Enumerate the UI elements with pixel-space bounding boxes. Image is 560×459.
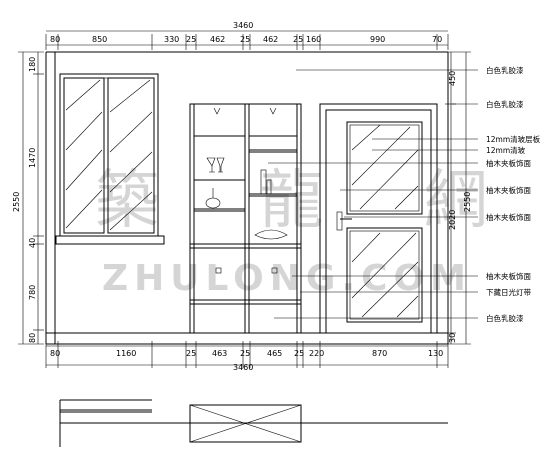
- left-seg-0: 180: [28, 57, 37, 72]
- bottom-segment-labels: 80 1160 25 463 25 465 25 220 870 130: [50, 349, 443, 358]
- top-segment-label: 25: [240, 35, 250, 44]
- top-segment-label: 850: [92, 35, 107, 44]
- right-door-height: 2020: [448, 210, 457, 230]
- note-1: 白色乳胶漆: [486, 99, 524, 109]
- display-cabinet: [189, 103, 302, 334]
- watermark: 築 龍 網 ZHULONG.COM: [95, 164, 488, 299]
- top-ticks: [45, 34, 449, 50]
- bottom-segment-label: 25: [186, 349, 196, 358]
- left-seg-2: 40: [28, 238, 37, 248]
- note-8: 下藏日光灯带: [486, 287, 531, 297]
- window: [55, 73, 165, 245]
- top-segment-label: 25: [186, 35, 196, 44]
- note-0: 白色乳胶漆: [486, 65, 524, 75]
- cabinet-lights: [213, 107, 277, 115]
- top-segment-label: 160: [306, 35, 321, 44]
- note-3: 12mm清玻: [486, 145, 526, 155]
- bottom-ticks: [45, 341, 449, 368]
- right-outer: 2550: [463, 192, 472, 212]
- bottom-segment-label: 25: [294, 349, 304, 358]
- top-segment-label: 990: [370, 35, 385, 44]
- left-dimension: 2550 180 1470 40 780 80: [12, 51, 44, 345]
- top-segment-label: 25: [293, 35, 303, 44]
- bottom-segment-label: 870: [372, 349, 387, 358]
- drawer-handle-right: [271, 267, 278, 274]
- note-6: 柚木夹板饰面: [486, 212, 531, 222]
- door-handle-plate: [336, 211, 343, 231]
- watermark-latin: ZHULONG.COM: [102, 258, 472, 299]
- note-4: 柚木夹板饰面: [486, 158, 531, 168]
- bottom-segment-label: 463: [212, 349, 227, 358]
- top-segment-label: 462: [210, 35, 225, 44]
- top-segment-label: 330: [164, 35, 179, 44]
- bottom-segment-label: 25: [240, 349, 250, 358]
- top-segment-label: 80: [50, 35, 60, 44]
- annotation-labels: 白色乳胶漆 白色乳胶漆 12mm清玻层板 12mm清玻 柚木夹板饰面 柚木夹板饰…: [486, 65, 541, 323]
- left-seg-3: 780: [28, 285, 37, 300]
- drawer-handle-left: [215, 267, 222, 274]
- cabinet-ornaments: [205, 157, 288, 240]
- left-seg-1: 1470: [28, 148, 37, 168]
- door: [319, 103, 438, 334]
- leader-lines: [268, 69, 478, 319]
- bottom-segment-label: 1160: [116, 349, 136, 358]
- bottom-segment-label: 130: [428, 349, 443, 358]
- bottom-segment-label: 80: [50, 349, 60, 358]
- bottom-segment-label: 465: [267, 349, 282, 358]
- left-overall-label: 2550: [12, 192, 21, 212]
- note-9: 白色乳胶漆: [486, 313, 524, 323]
- note-7: 柚木夹板饰面: [486, 271, 531, 281]
- note-2: 12mm清玻层板: [486, 134, 541, 144]
- right-top-gap: 450: [448, 71, 457, 86]
- top-segment-label: 462: [263, 35, 278, 44]
- top-overall-label: 3460: [233, 21, 253, 30]
- bottom-segment-label: 220: [309, 349, 324, 358]
- left-seg-4: 80: [28, 333, 37, 343]
- window-glass-hatch: [65, 79, 153, 231]
- note-5: 柚木夹板饰面: [486, 185, 531, 195]
- plan-view: [59, 399, 448, 447]
- right-bottom-gap: 30: [448, 333, 457, 343]
